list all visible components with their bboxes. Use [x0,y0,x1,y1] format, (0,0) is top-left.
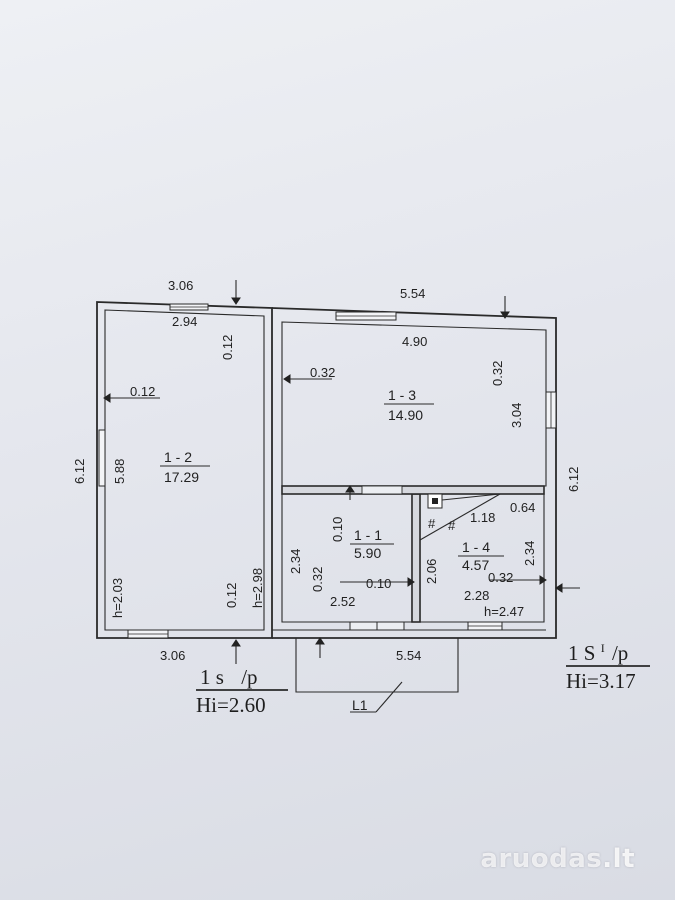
dim-wall-032-a: 0.32 [310,365,335,380]
room-1-3: 1 - 3 14.90 [384,387,434,423]
dim-left-outer: 6.12 [72,459,87,484]
svg-text:1 S I /p: 1 S I /p [568,633,628,665]
dim-wall-032-b: 0.32 [490,361,505,386]
svg-text:#: # [428,516,436,531]
room-1-1: 1 - 1 5.90 [350,527,394,561]
porch: L1 [295,638,459,713]
floor-right-line2: Hi=3.17 [566,669,636,693]
room-1-2: 1 - 2 17.29 [160,449,210,485]
dim-room11-width: 2.52 [330,594,355,609]
dim-wall-032-d: 0.32 [488,570,513,585]
floor-right-suffix: /p [612,641,628,665]
dim-wall-012-b: 0.12 [130,384,155,399]
dim-wall-010-a: 0.10 [330,517,345,542]
room-area: 5.90 [354,545,381,561]
dim-right-outer: 6.12 [566,467,581,492]
dim-top-right-inner: 4.90 [402,334,427,349]
room-id: 1 - 3 [388,387,416,403]
dim-bottom-right: 5.54 [396,648,421,663]
floor-left-line1: 1 s [200,665,224,689]
dim-bottom-left: 3.06 [160,648,185,663]
logo-suffix: .lt [602,844,635,874]
dim-room14-stair: 1.18 [470,510,495,525]
room-area: 17.29 [164,469,199,485]
dim-top-right-outer: 5.54 [400,286,425,301]
dim-room14-height: 2.34 [522,541,537,566]
floor-left-suffix: /p [241,665,257,689]
floor-label-left: 1 s /p Hi=2.60 [196,665,288,717]
dim-room13-height: 3.04 [509,403,524,428]
dim-h-room14: h=2.47 [484,604,524,619]
dim-left-inner: 5.88 [112,459,127,484]
room-id: 1 - 4 [462,539,490,555]
dim-room14-width: 2.28 [464,588,489,603]
svg-text:1 s /p: 1 s /p [200,665,258,689]
dim-wall-012-a: 0.12 [220,335,235,360]
dim-wall-010-b: 0.10 [366,576,391,591]
dim-room11-height: 2.34 [288,549,303,574]
porch-label: L1 [352,697,368,713]
dimension-arrows [103,280,580,664]
floor-right-line1: 1 S [568,641,595,665]
dim-wall-012-c: 0.12 [224,583,239,608]
room-area: 14.90 [388,407,423,423]
room-area: 4.57 [462,557,489,573]
dim-h-right-left: h=2.98 [250,568,265,608]
logo-text: aruodas [480,844,603,874]
room-1-4: 1 - 4 4.57 [458,539,504,573]
dim-room14-206: 2.06 [424,559,439,584]
doors [349,485,405,631]
floor-right-sup: I [601,641,605,655]
svg-text:#: # [448,518,456,533]
dim-top-left-outer: 3.06 [168,278,193,293]
dim-room14-064: 0.64 [510,500,535,515]
dim-top-left-inner: 2.94 [172,314,197,329]
room-id: 1 - 2 [164,449,192,465]
stair-symbol: # # [419,493,501,541]
windows [98,303,557,639]
dim-h-left: h=2.03 [110,578,125,618]
dim-wall-032-c: 0.32 [310,567,325,592]
floor-left-line2: Hi=2.60 [196,693,266,717]
room-id: 1 - 1 [354,527,382,543]
floor-label-right: 1 S I /p Hi=3.17 [566,633,650,693]
aruodas-logo: aruodas.lt [480,844,635,874]
